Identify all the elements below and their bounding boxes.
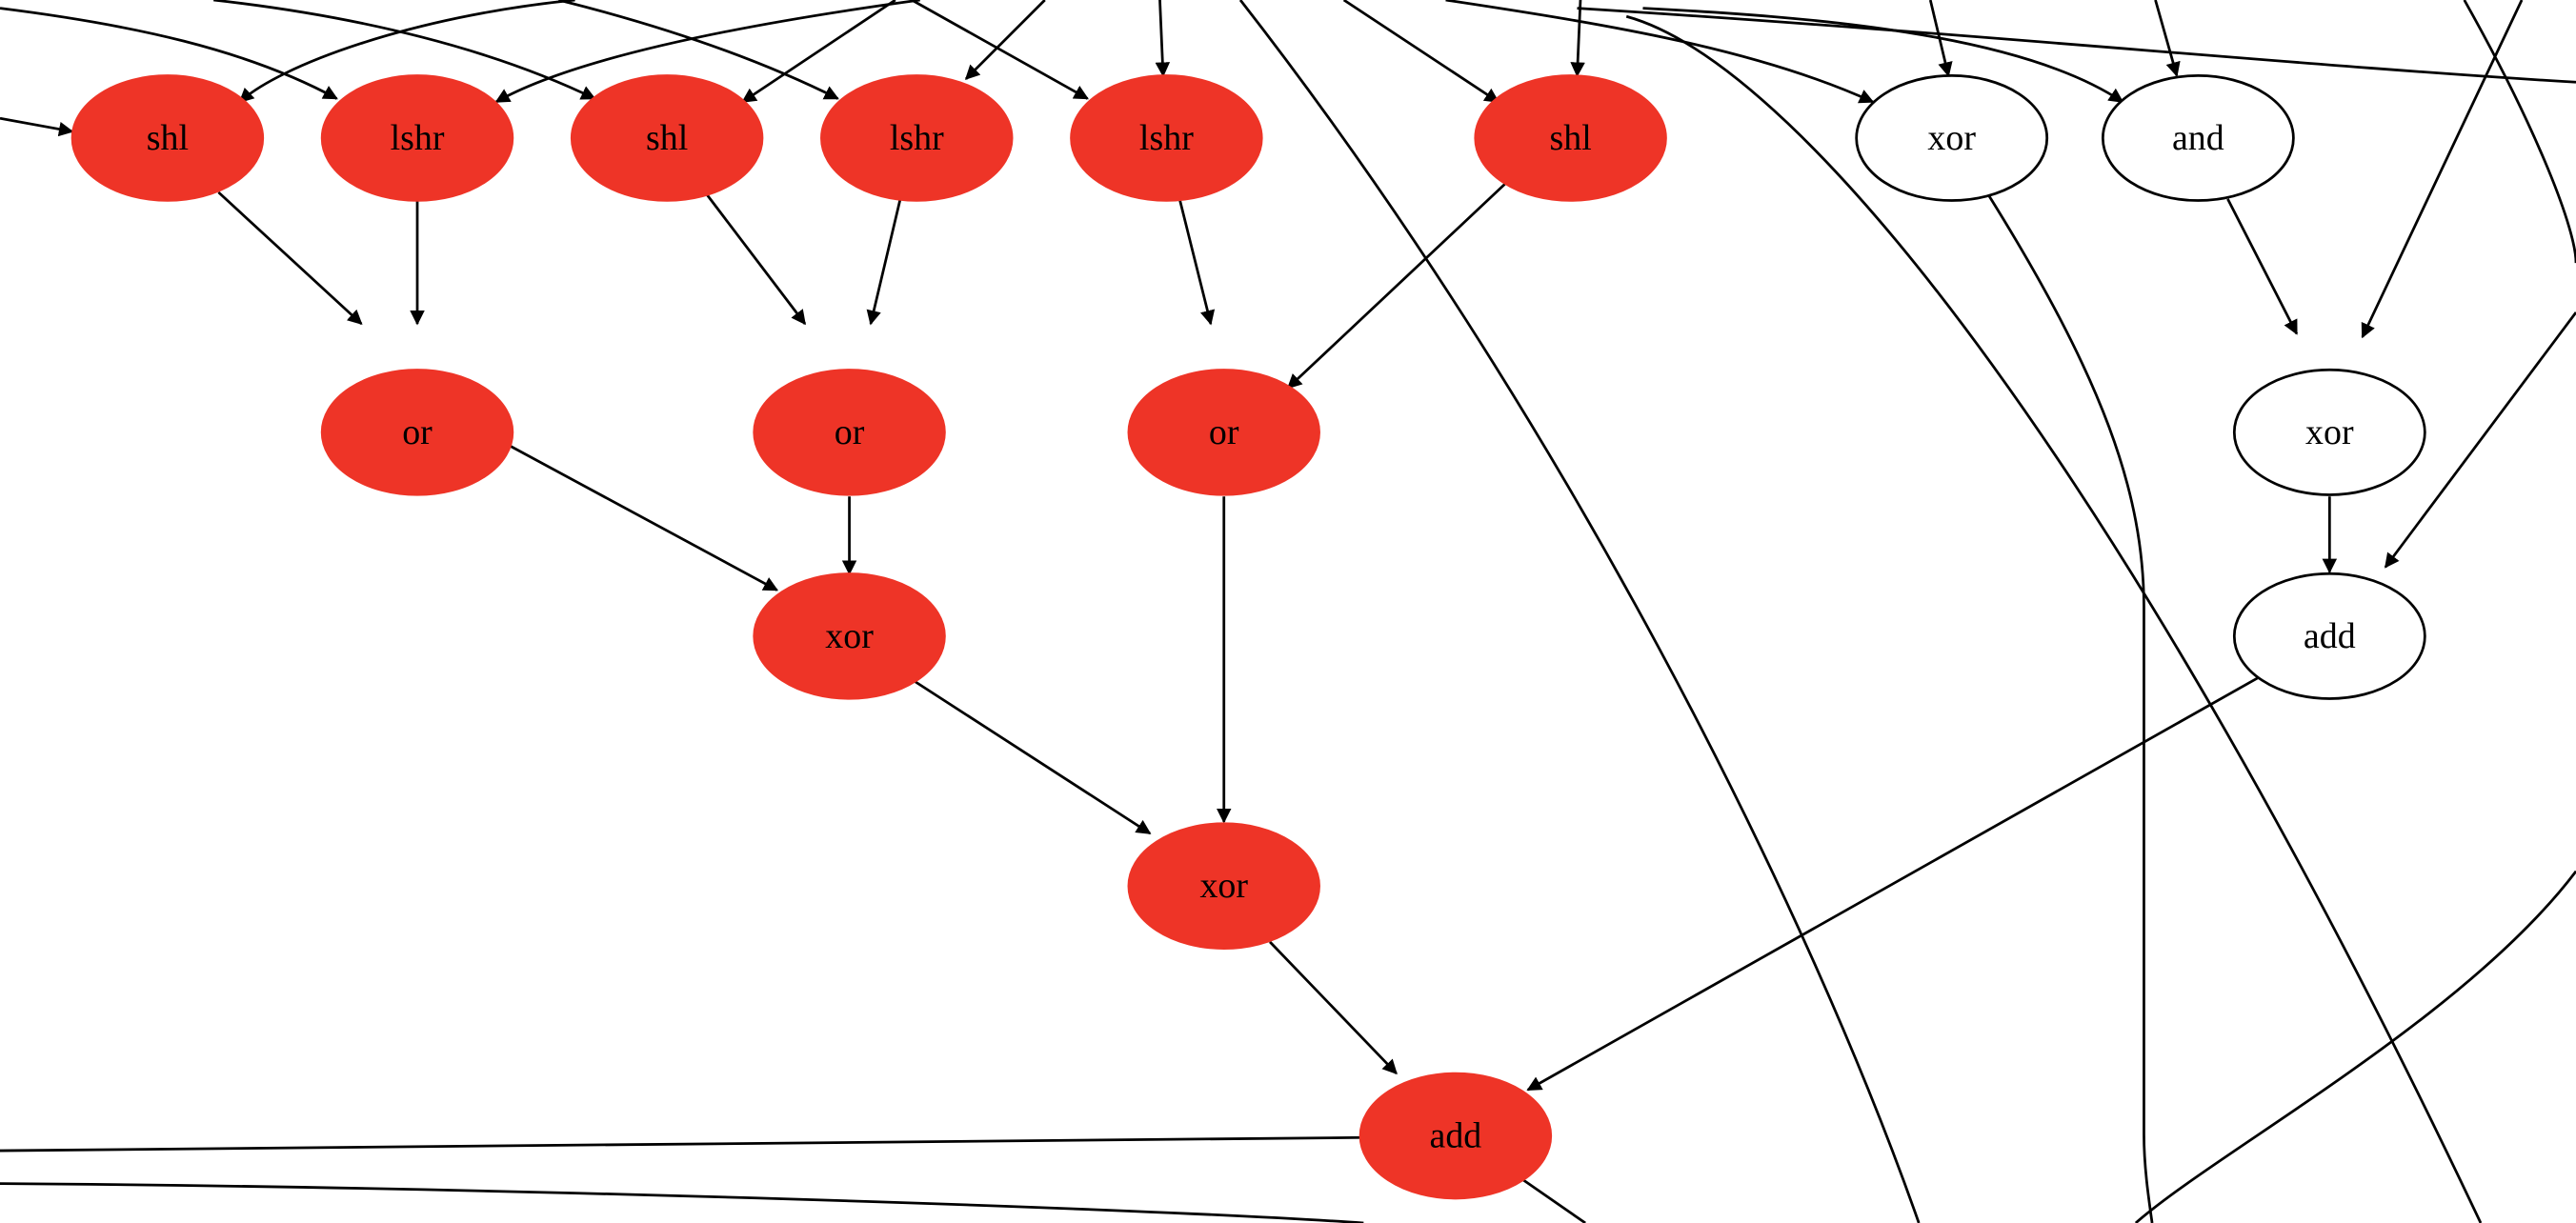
edge (1986, 192, 2154, 1223)
graph-node[interactable]: or (753, 369, 946, 496)
graph-node[interactable]: xor (1855, 74, 2049, 202)
node-label: or (1209, 412, 1239, 452)
node-label: xor (825, 616, 874, 656)
graph-node[interactable]: shl (570, 74, 764, 202)
nodes: shl lshr shl lshr lshr shl xor and or or… (70, 74, 2426, 1200)
edge (557, 0, 839, 100)
edge (0, 116, 74, 137)
graph-node[interactable]: add (2232, 571, 2426, 700)
node-label: or (835, 412, 865, 452)
edge (964, 0, 1046, 80)
graph-node[interactable]: xor (1127, 822, 1320, 950)
graph-node[interactable]: add (1358, 1072, 1553, 1200)
edge (1177, 198, 1216, 326)
edge (1286, 183, 1506, 390)
node-label: shl (646, 118, 688, 158)
edge (487, 432, 779, 591)
graph-node[interactable]: xor (753, 572, 946, 700)
edge (0, 1135, 1364, 1153)
node-label: lshr (890, 118, 944, 158)
graph-node[interactable]: or (320, 369, 514, 496)
node-label: xor (1199, 866, 1248, 906)
edge (494, 0, 920, 104)
edge (1238, 0, 1921, 1223)
node-label: lshr (1139, 118, 1194, 158)
node-label: xor (2305, 412, 2354, 452)
graph-node[interactable]: lshr (1070, 74, 1263, 202)
node-label: add (1430, 1116, 1482, 1156)
edge (1520, 1177, 1586, 1223)
edge (2134, 870, 2576, 1223)
node-label: lshr (391, 118, 445, 158)
graph-node[interactable]: shl (70, 74, 265, 202)
edge (1269, 940, 1398, 1075)
node-label: and (2172, 118, 2224, 158)
edge (1445, 0, 1875, 104)
edge (2226, 198, 2299, 335)
edge (217, 190, 363, 326)
edge (213, 0, 596, 100)
edge (913, 679, 1152, 835)
edge (1570, 0, 1585, 77)
edge (741, 0, 896, 104)
graph-node[interactable]: shl (1474, 74, 1667, 202)
edge (1526, 675, 2260, 1092)
edge (0, 7, 338, 100)
node-label: or (402, 412, 433, 452)
edge (2154, 0, 2181, 77)
edge (0, 1182, 1364, 1223)
node-label: add (2304, 616, 2356, 656)
node-label: xor (1927, 118, 1976, 158)
edge (1342, 0, 1500, 104)
edge (2463, 0, 2576, 264)
edge (1155, 0, 1171, 77)
graph-node[interactable]: lshr (320, 74, 514, 202)
edge (1642, 7, 2124, 104)
edge (238, 0, 575, 104)
edge (2384, 311, 2576, 569)
edge (911, 0, 1089, 100)
edge (866, 198, 902, 326)
edge (705, 192, 807, 326)
edge (1625, 14, 2483, 1223)
graph-node[interactable]: and (2101, 74, 2295, 202)
graph-node[interactable]: or (1127, 369, 1320, 496)
graph-node[interactable]: lshr (820, 74, 1014, 202)
graph-node[interactable]: xor (2232, 368, 2426, 496)
edge (1577, 7, 2576, 84)
node-label: shl (147, 118, 189, 158)
edge (2361, 0, 2524, 339)
node-label: shl (1549, 118, 1591, 158)
